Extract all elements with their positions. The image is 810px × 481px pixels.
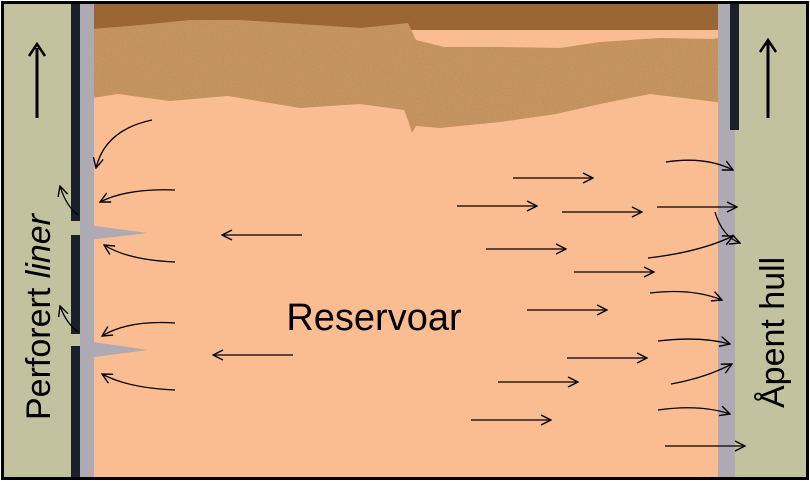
right-well-label: Åpent hull (754, 257, 792, 408)
cap-rock-layer (80, 4, 732, 133)
flow-arrow (60, 186, 79, 216)
flow-arrow (714, 211, 740, 243)
flow-arrow (102, 321, 176, 336)
flow-arrow (665, 159, 733, 170)
flow-arrow (60, 306, 79, 333)
right-well-annulus (735, 4, 806, 477)
up-arrow-icon (758, 37, 778, 118)
flow-arrow (649, 290, 722, 300)
right-flow-arrows (457, 159, 745, 446)
left-well-annulus (4, 4, 74, 477)
flow-arrow (647, 236, 733, 259)
left-perforated-liner (71, 4, 148, 477)
flow-arrow (657, 408, 730, 414)
flow-arrow (104, 245, 176, 263)
flow-arrow (96, 119, 153, 168)
up-arrow-icon (27, 41, 47, 118)
flow-arrow (102, 374, 176, 391)
perforation-tunnel (80, 224, 148, 241)
flow-arrow (657, 339, 730, 344)
left-flow-arrows (60, 119, 302, 391)
flow-arrow (670, 364, 732, 385)
reservoir-label: Reservoar (286, 297, 462, 339)
flow-arrow (100, 189, 176, 202)
perforation-tunnel (80, 340, 148, 359)
left-well-label: Perforert liner (20, 212, 58, 420)
